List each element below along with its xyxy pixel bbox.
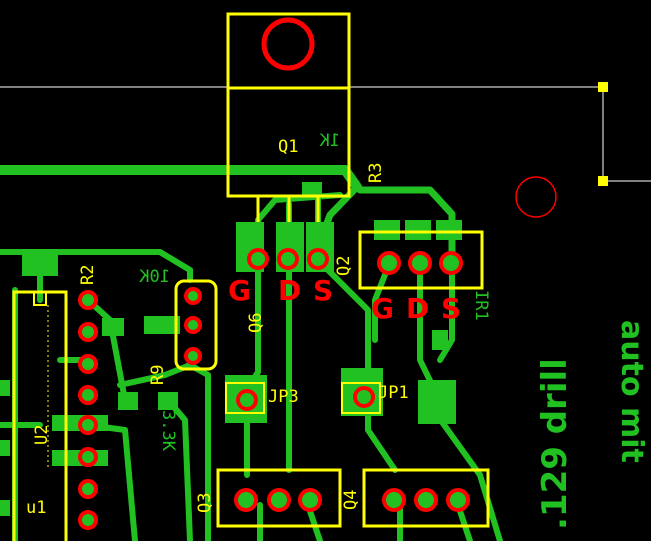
jp1-designator: JP1 xyxy=(378,383,409,403)
pin-label-s-right: S xyxy=(441,292,461,325)
through-hole-pads[interactable] xyxy=(78,248,470,530)
header-outlines[interactable] xyxy=(12,230,490,541)
q2-designator: Q2 xyxy=(334,256,354,276)
outline-vertex[interactable] xyxy=(598,82,608,92)
pin-label-d-right: D xyxy=(406,292,429,325)
q3-designator: Q3 xyxy=(195,493,215,513)
pin-label-d-left: D xyxy=(278,274,301,307)
q1-designator: Q1 xyxy=(278,137,298,157)
u2-designator: U2 xyxy=(32,425,52,445)
jp3-designator: JP3 xyxy=(268,387,299,407)
drill-note: .129 drill xyxy=(535,358,575,530)
u2-notch xyxy=(33,292,47,306)
q1-value-label: 1K xyxy=(319,131,340,151)
r9-value-label: 3.3K xyxy=(158,410,178,452)
q6-designator: Q6 xyxy=(246,313,266,333)
pin-label-g-right: G xyxy=(371,292,394,325)
ir1-designator: IR1 xyxy=(471,290,491,321)
q1-mounting-hole[interactable] xyxy=(261,17,315,71)
auto-note: auto mit xyxy=(614,320,649,463)
r3-designator: R3 xyxy=(366,163,386,183)
q4-designator: Q4 xyxy=(341,490,361,510)
r2-designator: R2 xyxy=(78,265,98,285)
r9-designator: R9 xyxy=(148,365,168,385)
pin-label-s-left: S xyxy=(313,274,333,307)
r2-value-label: 10K xyxy=(139,267,170,287)
pin-label-g-left: G xyxy=(228,274,251,307)
outline-vertex[interactable] xyxy=(598,176,608,186)
u1-designator: u1 xyxy=(26,498,46,518)
mounting-hole-outline[interactable] xyxy=(515,176,557,218)
q1-package-outline[interactable] xyxy=(226,12,351,222)
